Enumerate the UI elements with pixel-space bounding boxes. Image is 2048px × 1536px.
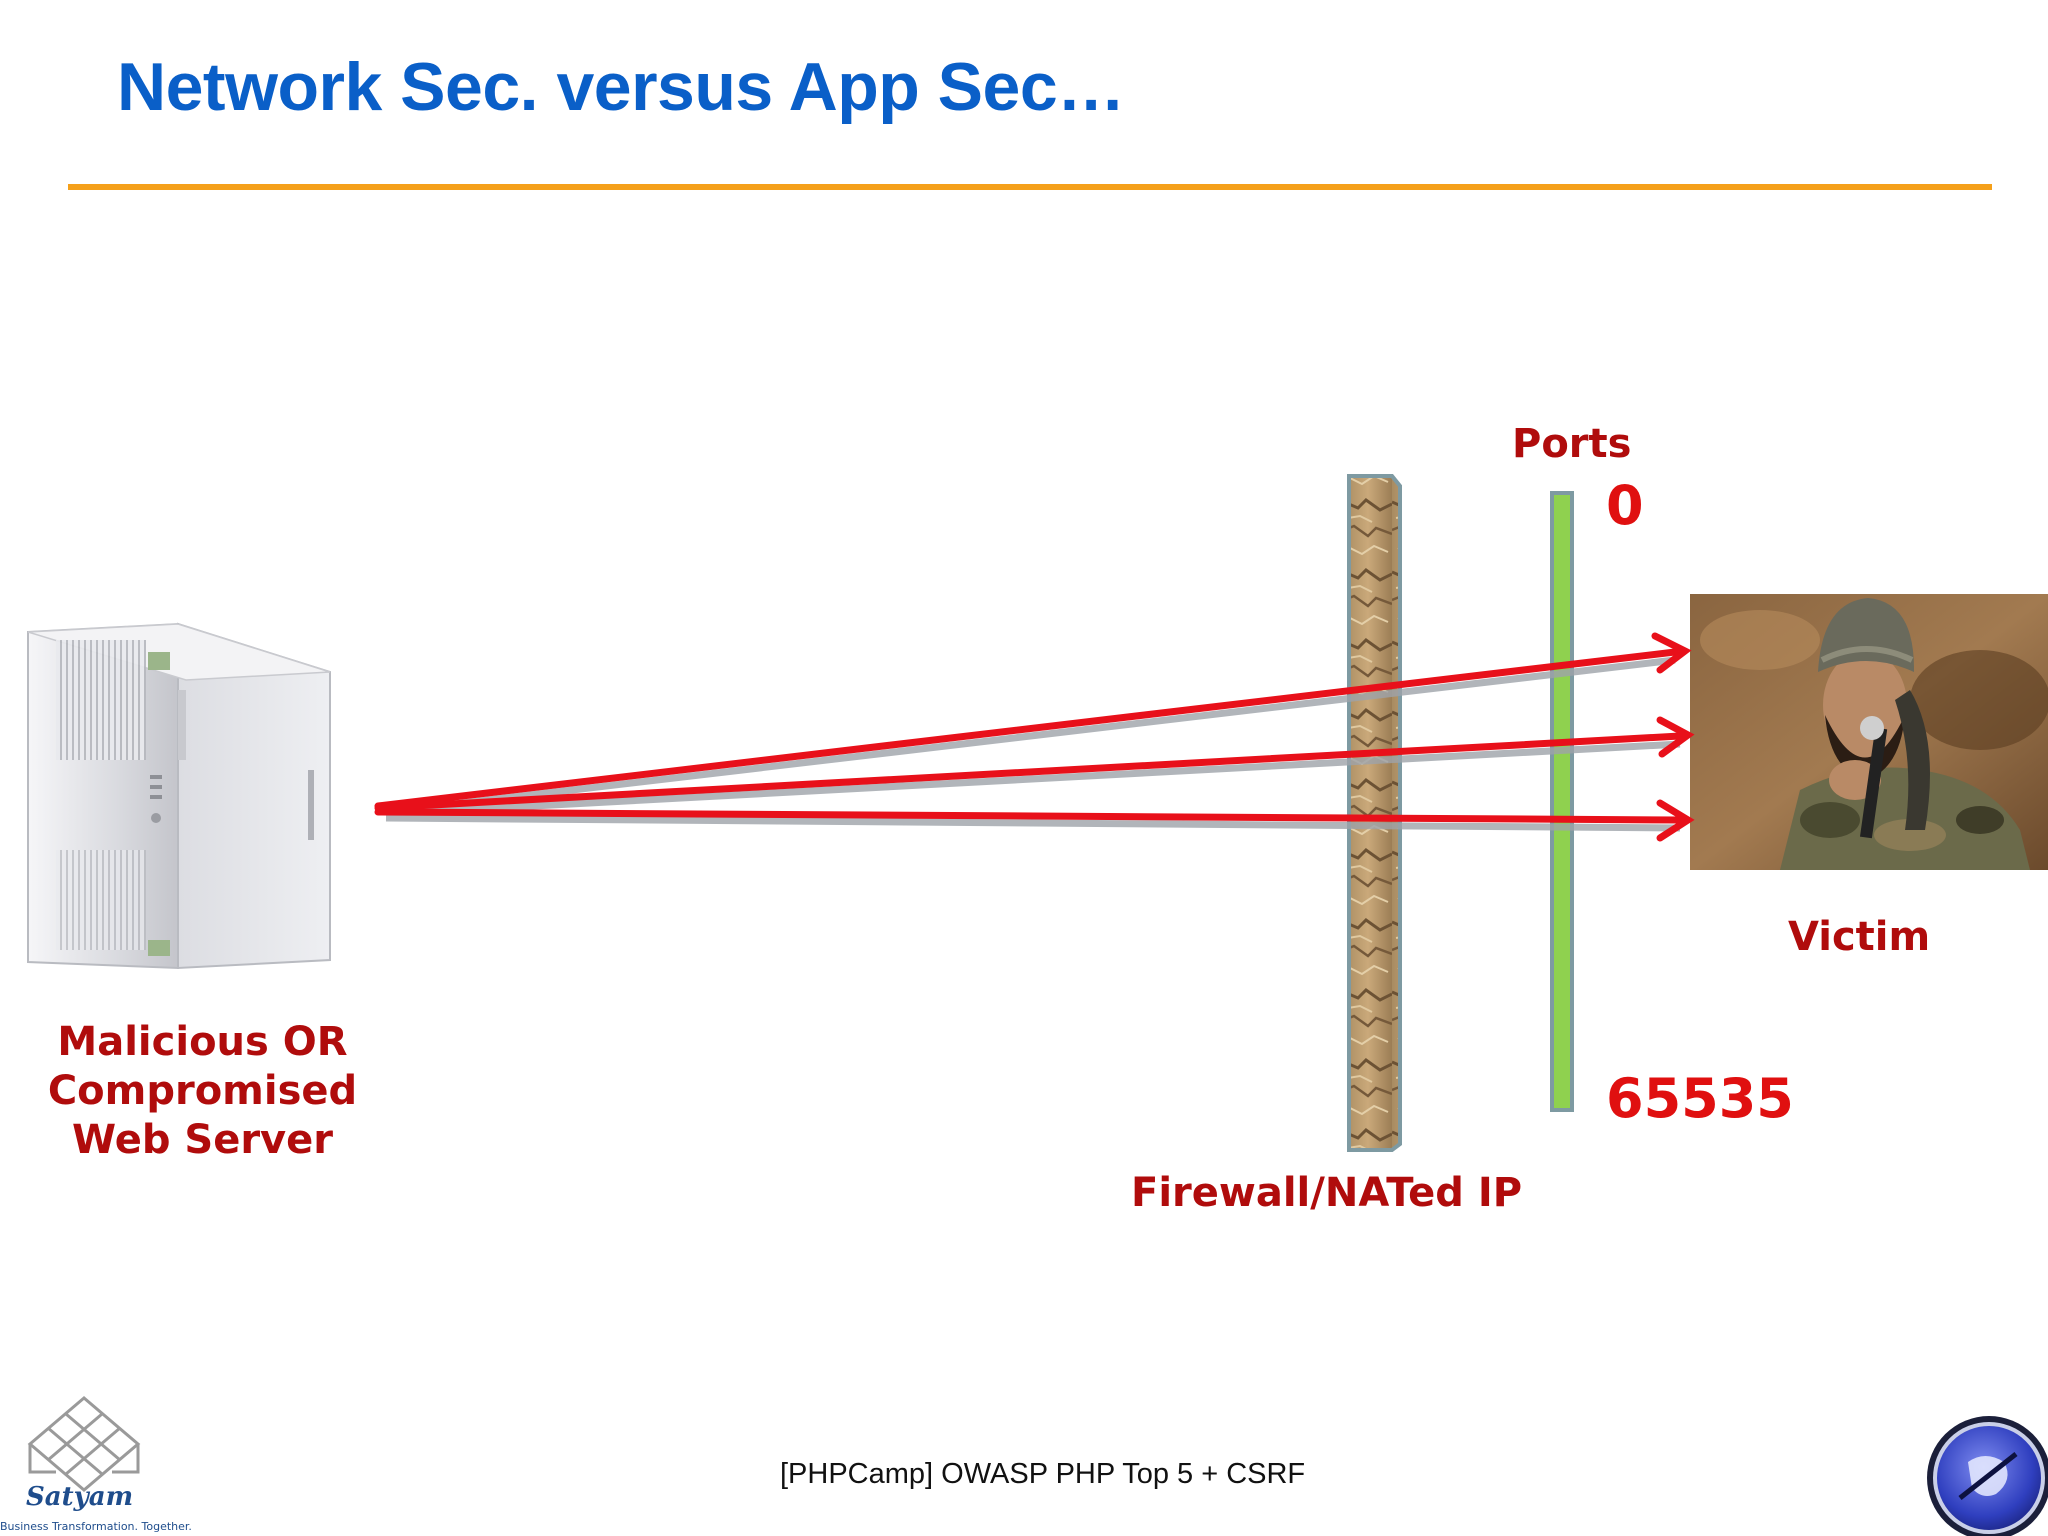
port-max-label: 65535: [1606, 1067, 1794, 1130]
server-icon: [27, 622, 331, 970]
server-label-line-1: Malicious OR: [57, 1019, 348, 1065]
company-tagline: Business Transformation. Together.: [0, 1520, 192, 1533]
arrowhead-2: [1656, 716, 1695, 758]
arrowhead-1: [1651, 632, 1692, 674]
arrow-to-victim-3: [374, 808, 1684, 824]
server-label-line-3: Web Server: [72, 1117, 333, 1163]
slide-title: Network Sec. versus App Sec…: [117, 49, 1125, 125]
owasp-logo-icon: [1927, 1416, 2048, 1536]
port-min-label: 0: [1606, 474, 1644, 537]
firewall-label: Firewall/NATed IP: [1131, 1170, 1523, 1216]
server-label-line-2: Compromised: [47, 1068, 358, 1114]
port-range-bar: [1550, 491, 1574, 1112]
title-underline: [68, 184, 1992, 190]
satyam-logo-icon: [27, 1396, 141, 1492]
attack-arrows-shadow: [385, 656, 1681, 832]
company-name: Satyam: [26, 1482, 134, 1512]
attack-arrows: [374, 632, 1695, 842]
server-label: Malicious OR Compromised Web Server: [20, 1018, 385, 1165]
slide-footer: [PHPCamp] OWASP PHP Top 5 + CSRF: [780, 1458, 1306, 1490]
arrowhead-3: [1656, 799, 1695, 842]
ports-label: Ports: [1512, 421, 1632, 467]
victim-label: Victim: [1788, 914, 1931, 960]
firewall-wall: [1347, 474, 1402, 1152]
arrow-to-victim-1: [374, 648, 1679, 810]
victim-photo: [1690, 594, 2048, 870]
arrow-to-victim-2: [374, 732, 1684, 812]
